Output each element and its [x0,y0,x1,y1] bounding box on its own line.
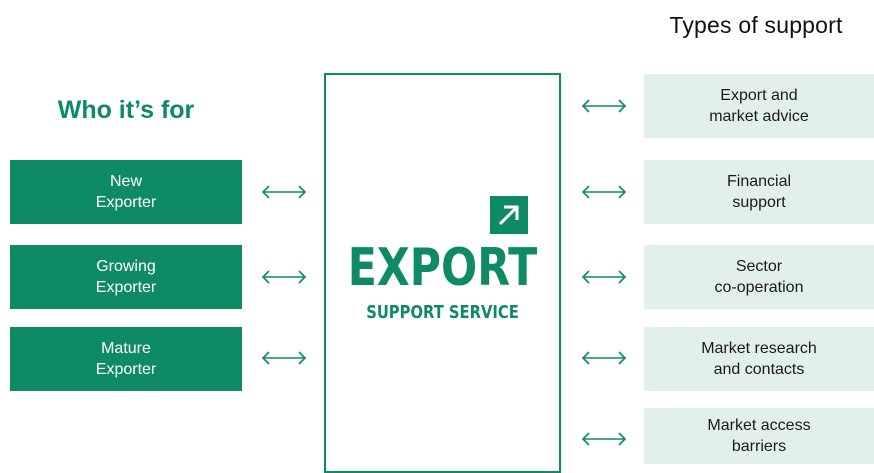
double-arrow-icon [261,270,307,284]
double-arrow-icon [581,270,627,284]
brand-subtitle: SUPPORT SERVICE [366,302,519,323]
brand-title: EXPORT [347,238,538,298]
arrow-up-right-icon [490,196,528,234]
support-sector-cooperation: Sector co-operation [644,245,874,309]
double-arrow-icon [581,351,627,365]
who-its-for-heading: Who it’s for [57,96,195,124]
double-arrow-icon [581,185,627,199]
support-export-market-advice: Export and market advice [644,74,874,138]
double-arrow-icon [581,432,627,446]
double-arrow-icon [261,351,307,365]
types-of-support-heading: Types of support [669,12,843,38]
support-market-research: Market research and contacts [644,327,874,391]
support-market-access-barriers: Market access barriers [644,408,874,464]
double-arrow-icon [581,99,627,113]
double-arrow-icon [261,185,307,199]
audience-mature-exporter: Mature Exporter [10,327,242,391]
audience-new-exporter: New Exporter [10,160,242,224]
support-financial: Financial support [644,160,874,224]
audience-growing-exporter: Growing Exporter [10,245,242,309]
